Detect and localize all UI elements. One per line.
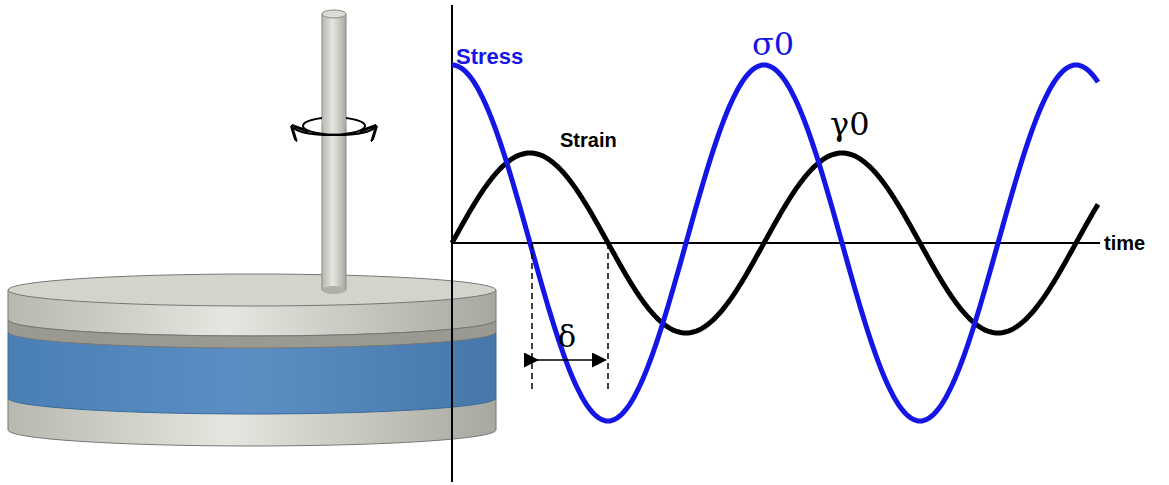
stress-curve [452,65,1098,421]
strain-amplitude: γ0 [830,108,869,140]
stress-amplitude: σ0 [752,28,794,60]
phase-angle: δ [558,322,576,352]
strain-label: Strain [560,130,617,150]
axis-label: time [1104,233,1145,253]
stress-label: Stress [456,46,523,68]
